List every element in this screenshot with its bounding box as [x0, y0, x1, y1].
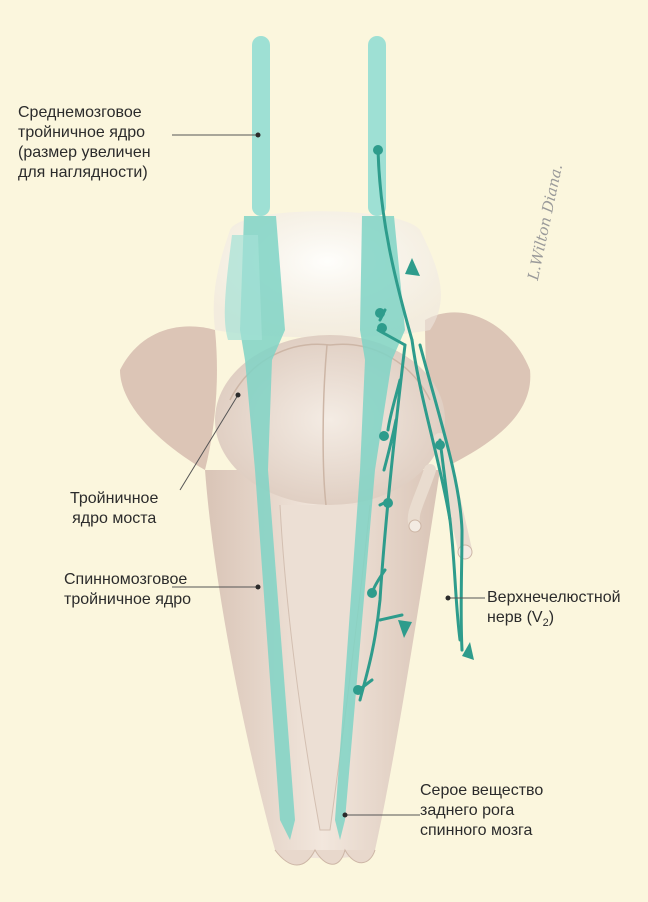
maxillary-close: ): [549, 609, 554, 626]
left-peduncle: [120, 326, 217, 470]
maxillary-nerve-label: Верхнечелюстной нерв (V2): [487, 588, 621, 633]
spinal-nucleus-label: Спинномозговое тройничное ядро: [64, 570, 191, 610]
gray-matter-label: Серое вещество заднего рога спинного моз…: [420, 781, 543, 841]
arrow-up-small-icon: [462, 642, 474, 660]
mesencephalic-nucleus-label: Среднемозговое тройничное ядро (размер у…: [18, 103, 151, 183]
pontine-nucleus-label: Тройничное ядро моста: [70, 489, 158, 529]
